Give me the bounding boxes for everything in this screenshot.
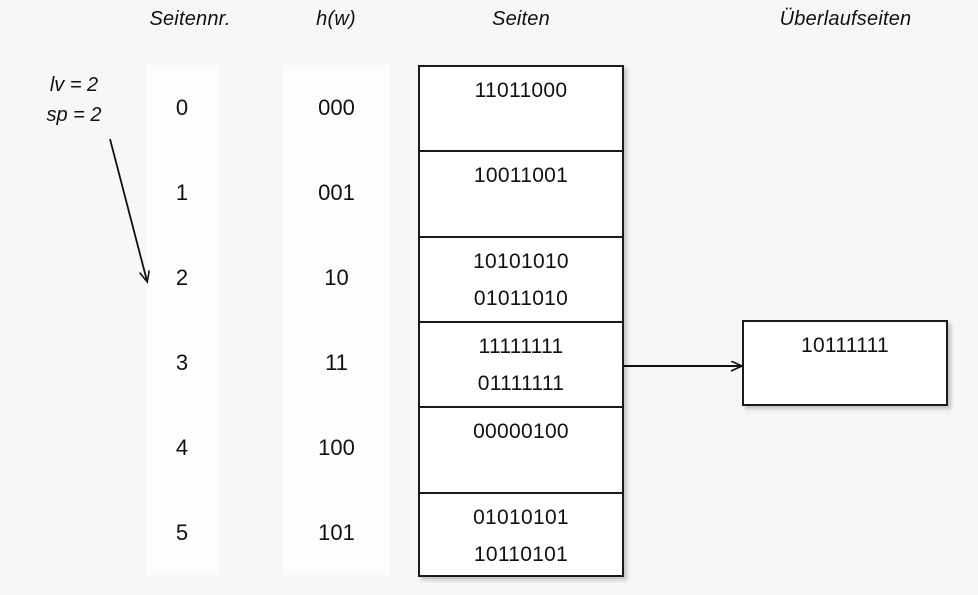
column-header-ueberlaufseiten: Überlaufseiten [779,8,912,30]
hw-cell: 101 [318,519,355,545]
page-cell: 11111111 01111111 [420,323,622,409]
page-slot: 10101010 [473,249,569,273]
overflow-page-box: 10111111 [742,320,948,406]
page-cell: 10011001 [420,152,622,238]
sp-pointer-arrow [109,138,147,281]
page-slot: 10011001 [473,164,569,188]
parameter-annotations: lv = 2 sp = 2 [14,70,134,130]
page-cell: 11011000 [420,67,622,153]
seitennr-cell: 2 [175,264,189,290]
seitennr-cell: 0 [175,94,189,120]
page-slot: 01111111 [477,371,565,395]
pages-table: 11011000 10011001 10101010 01011010 1111… [418,65,624,577]
page-slot: 01010101 [473,505,569,529]
seitennr-cell: 3 [175,349,189,375]
seitennr-column: 0 1 2 3 4 5 [146,65,218,575]
hw-cell: 10 [324,264,349,290]
hw-cell: 100 [318,434,355,460]
hw-cell: 001 [318,179,355,205]
page-slot: 11111111 [478,334,564,358]
parameter-sp: sp = 2 [46,104,102,126]
page-cell: 01010101 10110101 [420,494,622,579]
overflow-slot: 10111111 [800,334,890,357]
page-cell: 00000100 [420,408,622,494]
column-header-seitennr: Seitennr. [149,8,231,30]
hw-column: 000 001 10 11 100 101 [283,65,390,575]
page-slot: 11011000 [474,79,568,102]
parameter-lv: lv = 2 [49,74,99,96]
page-slot: 10110101 [473,542,569,566]
column-header-seiten: Seiten [492,8,550,30]
hw-cell: 000 [318,94,355,120]
seitennr-cell: 1 [175,179,189,205]
column-header-hw: h(w) [316,8,356,30]
page-slot: 01011010 [473,286,569,310]
seitennr-cell: 5 [175,519,189,545]
page-slot: 00000100 [473,420,569,444]
page-cell: 10101010 01011010 [420,238,622,323]
seitennr-cell: 4 [175,434,189,460]
hw-cell: 11 [325,349,348,375]
